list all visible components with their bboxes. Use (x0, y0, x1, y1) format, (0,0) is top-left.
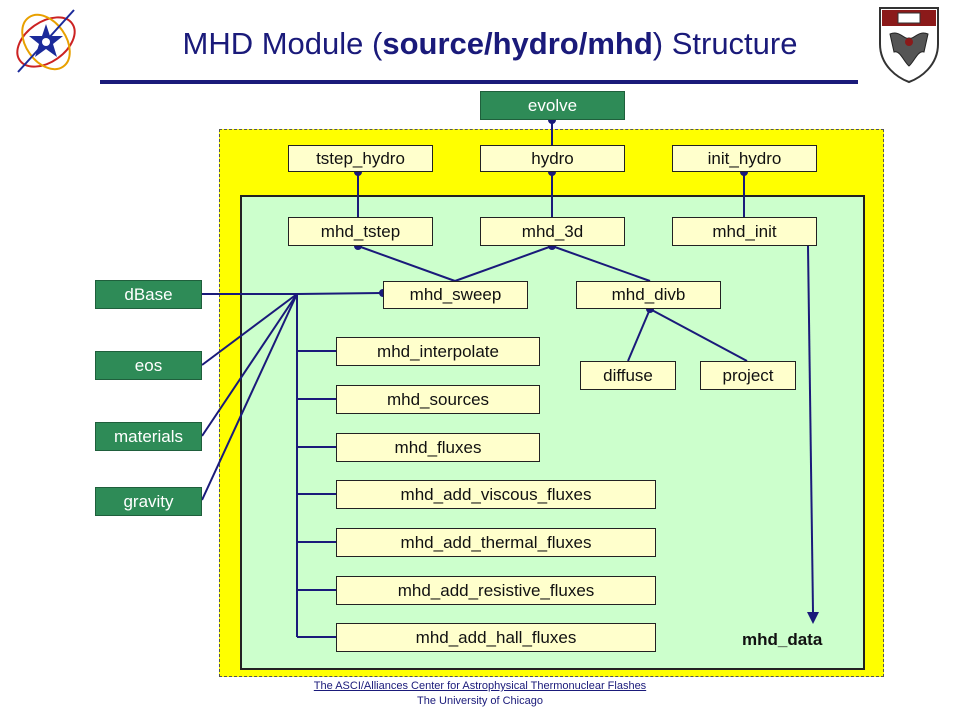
node-mhd-sweep: mhd_sweep (383, 281, 528, 309)
external-gravity: gravity (95, 487, 202, 516)
node-mhd-add-viscous-fluxes: mhd_add_viscous_fluxes (336, 480, 656, 509)
node-mhd-add-resistive-fluxes: mhd_add_resistive_fluxes (336, 576, 656, 605)
university-of-chicago-crest-icon (879, 7, 939, 84)
node-diffuse: diffuse (580, 361, 676, 390)
flash-center-logo-icon (16, 9, 76, 73)
external-eos: eos (95, 351, 202, 380)
external-dbase: dBase (95, 280, 202, 309)
node-mhd-interpolate: mhd_interpolate (336, 337, 540, 366)
node-init-hydro: init_hydro (672, 145, 817, 172)
node-hydro: hydro (480, 145, 625, 172)
node-mhd-data: mhd_data (742, 630, 823, 649)
node-mhd-tstep: mhd_tstep (288, 217, 433, 246)
node-mhd-add-hall-fluxes: mhd_add_hall_fluxes (336, 623, 656, 652)
node-mhd-sources: mhd_sources (336, 385, 540, 414)
node-mhd-init: mhd_init (672, 217, 817, 246)
footer-institution: The University of Chicago (417, 695, 543, 707)
node-mhd-add-thermal-fluxes: mhd_add_thermal_fluxes (336, 528, 656, 557)
page-title: MHD Module (source/hydro/mhd) Structure (182, 26, 798, 61)
node-tstep-hydro: tstep_hydro (288, 145, 433, 172)
node-project: project (700, 361, 796, 390)
title-underline (100, 80, 858, 84)
node-mhd-fluxes: mhd_fluxes (336, 433, 540, 462)
node-mhd-divb: mhd_divb (576, 281, 721, 309)
external-materials: materials (95, 422, 202, 451)
footer-link[interactable]: The ASCI/Alliances Center for Astrophysi… (313, 680, 647, 692)
node-mhd-3d: mhd_3d (480, 217, 625, 246)
node-evolve: evolve (480, 91, 625, 120)
